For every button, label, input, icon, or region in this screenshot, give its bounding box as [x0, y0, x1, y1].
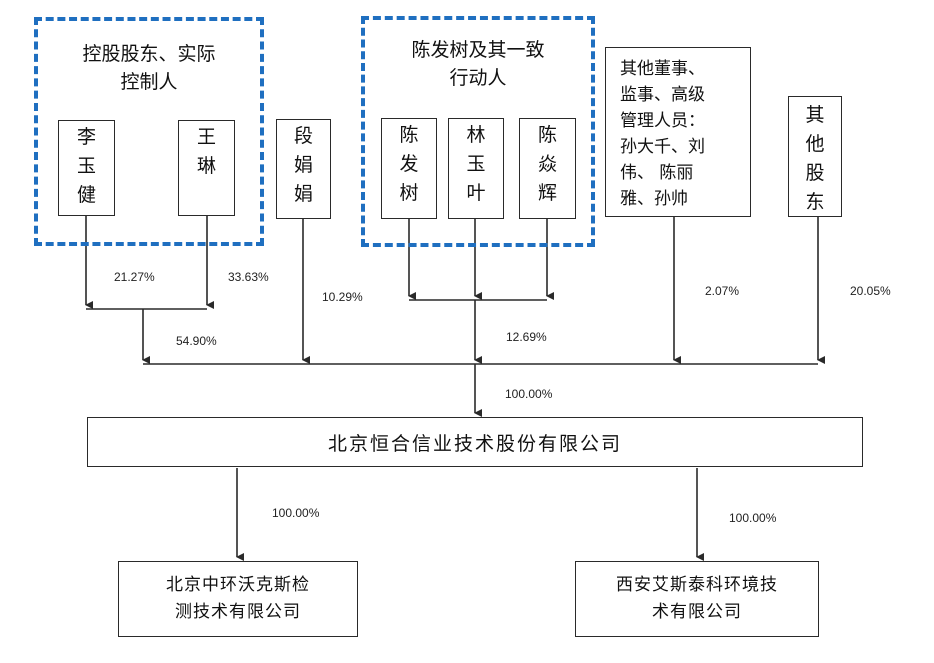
concert-group-frame — [361, 16, 595, 247]
subsidiary-2-line2: 术有限公司 — [652, 602, 742, 622]
shareholder-lin-yuye: 林玉叶 — [448, 118, 504, 219]
subsidiary-1-line2: 测技术有限公司 — [175, 602, 301, 622]
pct-parent: 100.00% — [505, 387, 553, 401]
pct-others-mgmt: 2.07% — [705, 284, 740, 298]
subsidiary-2-line1: 西安艾斯泰科环境技 — [616, 575, 778, 595]
subsidiary-2-box: 西安艾斯泰科环境技 术有限公司 — [575, 561, 819, 637]
shareholder-wang-lin: 王琳 — [178, 120, 235, 216]
controlling-group-label: 控股股东、实际 控制人 — [82, 43, 216, 93]
shareholder-chen-yanhui: 陈焱辉 — [519, 118, 576, 219]
pct-concert-total: 12.69% — [506, 330, 547, 344]
pct-duan: 10.29% — [322, 290, 363, 304]
shareholder-li-yujian: 李玉健 — [58, 120, 115, 216]
concert-group-label: 陈发树及其一致 行动人 — [411, 39, 545, 89]
pct-sub1: 100.00% — [272, 506, 320, 520]
parent-company-name: 北京恒合信业技术股份有限公司 — [327, 432, 622, 455]
pct-wang: 33.63% — [228, 270, 269, 284]
shareholder-duan-juanjuan: 段娟娟 — [276, 119, 331, 219]
pct-controlling-total: 54.90% — [176, 334, 217, 348]
shareholder-chen-fashu: 陈发树 — [381, 118, 437, 219]
pct-other-holders: 20.05% — [850, 284, 891, 298]
other-management-box: 其他董事、 监事、高级 管理人员： 孙大千、刘 伟、 陈丽 雅、孙帅 — [605, 47, 751, 217]
controlling-group-frame — [34, 17, 264, 246]
subsidiary-1-line1: 北京中环沃克斯检 — [166, 575, 310, 595]
other-shareholders-box: 其他股东 — [788, 96, 842, 217]
parent-company-box: 北京恒合信业技术股份有限公司 — [87, 417, 863, 467]
pct-sub2: 100.00% — [729, 511, 777, 525]
subsidiary-1-box: 北京中环沃克斯检 测技术有限公司 — [118, 561, 358, 637]
pct-li: 21.27% — [114, 270, 155, 284]
